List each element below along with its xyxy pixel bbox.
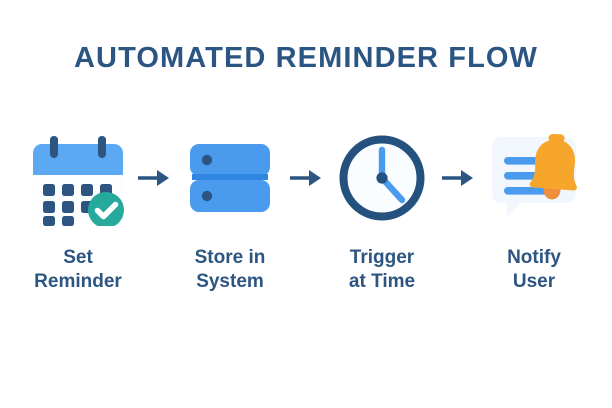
calendar-check-icon: [33, 136, 124, 226]
flow-step-notify-user[interactable]: Notify User: [478, 130, 590, 295]
database-server-icon: [190, 144, 270, 212]
arrow-right-icon: [442, 170, 473, 186]
bell-notification-icon-container: [482, 130, 586, 226]
flow-step-trigger-at-time[interactable]: Trigger at Time: [326, 130, 438, 295]
database-server-icon-container: [178, 130, 282, 226]
page-title: AUTOMATED REMINDER FLOW: [73, 42, 539, 74]
arrow-right-icon: [138, 170, 169, 186]
flow-arrow-2: [286, 130, 326, 226]
clock-icon-container: [330, 130, 434, 226]
calendar-check-icon-container: [26, 130, 130, 226]
arrow-right-icon: [290, 170, 321, 186]
flow-step-store-in-system[interactable]: Store in System: [174, 130, 286, 295]
flow-step-label-set-reminder: Set Reminder: [34, 247, 122, 293]
flow-arrow-3: [438, 130, 478, 226]
flow-step-label-store-in-system: Store in System: [194, 247, 266, 293]
clock-icon: [339, 135, 425, 221]
flow-arrow-1: [134, 130, 174, 226]
bell-notification-icon: [492, 134, 577, 217]
flow-step-set-reminder[interactable]: Set Reminder: [22, 130, 134, 295]
flow-step-label-notify-user: Notify User: [507, 247, 561, 293]
flow-steps-row: Set Reminder Store in System: [0, 130, 612, 310]
flow-step-label-trigger-at-time: Trigger at Time: [348, 247, 416, 293]
